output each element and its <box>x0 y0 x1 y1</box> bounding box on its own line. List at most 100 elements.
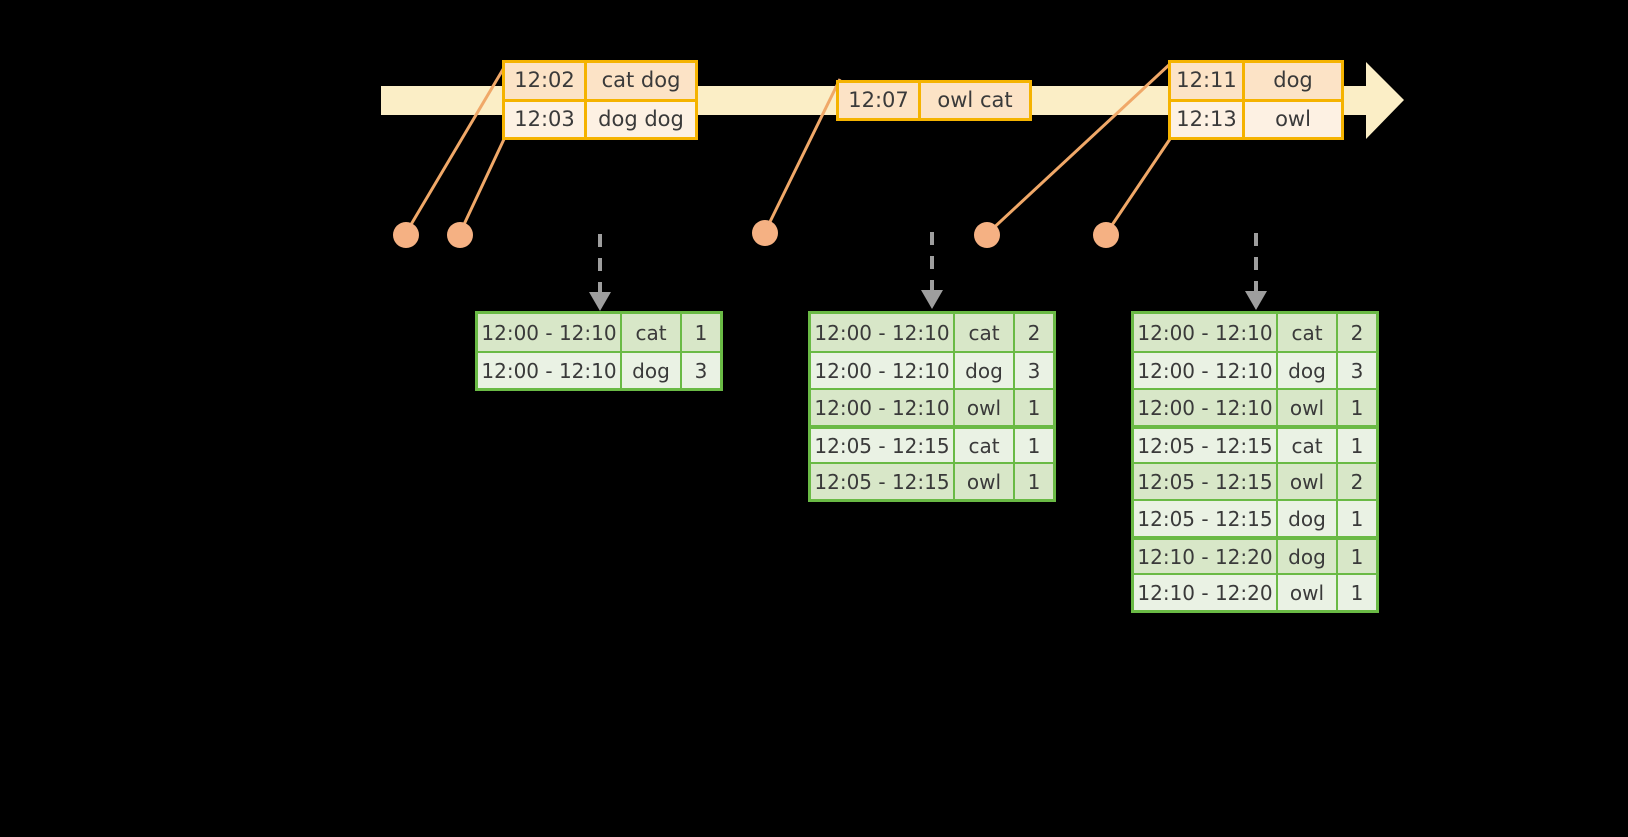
window-cell: 12:00 - 12:10 <box>811 314 955 351</box>
events-group-1: 12:02 cat dog 12:03 dog dog <box>502 60 698 140</box>
window-text: 12:10 - 12:20 <box>1137 544 1273 569</box>
window-cell: 12:05 - 12:15 <box>1134 501 1278 536</box>
event-words-cell: dog dog <box>587 102 695 138</box>
count-text: 3 <box>694 358 708 383</box>
count-text: 1 <box>1027 469 1041 494</box>
event-words: dog <box>1273 68 1313 93</box>
key-cell: cat <box>1278 429 1338 462</box>
window-cell: 12:10 - 12:20 <box>1134 540 1278 573</box>
window-text: 12:00 - 12:10 <box>1137 395 1273 420</box>
key-cell: owl <box>1278 390 1338 425</box>
key-text: owl <box>1289 580 1325 605</box>
window-cell: 12:05 - 12:15 <box>1134 464 1278 499</box>
window-text: 12:00 - 12:10 <box>481 358 617 383</box>
count-cell: 2 <box>1015 314 1053 351</box>
window-text: 12:05 - 12:15 <box>1137 469 1273 494</box>
window-cell: 12:00 - 12:10 <box>1134 390 1278 425</box>
count-cell: 3 <box>1338 353 1376 388</box>
count-cell: 1 <box>1338 575 1376 610</box>
count-cell: 1 <box>1338 429 1376 462</box>
key-cell: cat <box>955 314 1015 351</box>
window-text: 12:05 - 12:15 <box>1137 433 1273 458</box>
window-text: 12:00 - 12:10 <box>1137 320 1273 345</box>
key-text: cat <box>1291 320 1323 345</box>
window-text: 12:00 - 12:10 <box>481 320 617 345</box>
table-row: 12:00 - 12:10 cat 1 <box>478 314 720 351</box>
count-text: 1 <box>1350 580 1364 605</box>
connector-dots <box>393 220 1119 248</box>
event-row: 12:13 owl <box>1171 98 1341 138</box>
table-row: 12:00 - 12:10 owl 1 <box>811 388 1053 425</box>
window-text: 12:10 - 12:20 <box>1137 580 1273 605</box>
event-time-cell: 12:07 <box>839 83 921 118</box>
key-text: dog <box>1288 506 1326 531</box>
key-cell: owl <box>1278 575 1338 610</box>
window-text: 12:05 - 12:15 <box>814 433 950 458</box>
key-cell: dog <box>1278 353 1338 388</box>
event-time-cell: 12:02 <box>505 63 587 99</box>
count-text: 1 <box>1350 544 1364 569</box>
window-text: 12:00 - 12:10 <box>1137 358 1273 383</box>
key-text: cat <box>968 433 1000 458</box>
event-time-cell: 12:13 <box>1171 101 1245 137</box>
window-text: 12:05 - 12:15 <box>1137 506 1273 531</box>
key-cell: dog <box>955 353 1015 388</box>
count-text: 1 <box>694 320 708 345</box>
event-words: owl cat <box>937 88 1013 112</box>
key-text: cat <box>635 320 667 345</box>
window-cell: 12:00 - 12:10 <box>1134 314 1278 351</box>
table-row: 12:05 - 12:15 dog 1 <box>1134 499 1376 536</box>
table-row: 12:00 - 12:10 cat 2 <box>1134 314 1376 351</box>
key-text: dog <box>1288 544 1326 569</box>
event-time-cell: 12:11 <box>1171 63 1245 99</box>
window-cell: 12:05 - 12:15 <box>811 464 955 499</box>
key-cell: owl <box>1278 464 1338 499</box>
count-text: 1 <box>1027 395 1041 420</box>
key-cell: cat <box>955 429 1015 462</box>
events-group-2: 12:07 owl cat <box>836 80 1032 121</box>
key-text: owl <box>1289 395 1325 420</box>
table-row: 12:05 - 12:15 owl 1 <box>811 462 1053 499</box>
key-cell: cat <box>1278 314 1338 351</box>
event-time: 12:02 <box>514 68 575 93</box>
event-time: 12:11 <box>1176 68 1237 93</box>
count-cell: 1 <box>1338 501 1376 536</box>
key-text: owl <box>966 469 1002 494</box>
event-words-cell: owl cat <box>921 83 1029 118</box>
event-time: 12:07 <box>848 88 909 112</box>
count-text: 1 <box>1350 395 1364 420</box>
key-text: owl <box>1289 469 1325 494</box>
table-row: 12:10 - 12:20 owl 1 <box>1134 573 1376 610</box>
count-cell: 2 <box>1338 314 1376 351</box>
event-words-cell: owl <box>1245 102 1341 138</box>
result-table-1: 12:00 - 12:10 cat 1 12:00 - 12:10 dog 3 <box>475 311 723 391</box>
emit-arrowheads <box>589 290 1267 311</box>
key-cell: cat <box>622 314 682 351</box>
event-row: 12:03 dog dog <box>505 98 695 138</box>
window-text: 12:00 - 12:10 <box>814 395 950 420</box>
window-cell: 12:10 - 12:20 <box>1134 575 1278 610</box>
key-text: owl <box>966 395 1002 420</box>
events-group-3: 12:11 dog 12:13 owl <box>1168 60 1344 140</box>
count-text: 2 <box>1350 469 1364 494</box>
count-cell: 2 <box>1338 464 1376 499</box>
event-words-cell: dog <box>1245 63 1341 99</box>
count-text: 3 <box>1350 358 1364 383</box>
window-cell: 12:00 - 12:10 <box>478 353 622 388</box>
key-cell: dog <box>1278 501 1338 536</box>
window-cell: 12:00 - 12:10 <box>478 314 622 351</box>
event-time: 12:03 <box>514 106 575 131</box>
key-cell: dog <box>622 353 682 388</box>
count-cell: 3 <box>1015 353 1053 388</box>
window-text: 12:00 - 12:10 <box>814 320 950 345</box>
event-words: owl <box>1275 106 1311 131</box>
event-words: dog dog <box>598 106 684 131</box>
window-cell: 12:00 - 12:10 <box>1134 353 1278 388</box>
key-text: dog <box>632 358 670 383</box>
